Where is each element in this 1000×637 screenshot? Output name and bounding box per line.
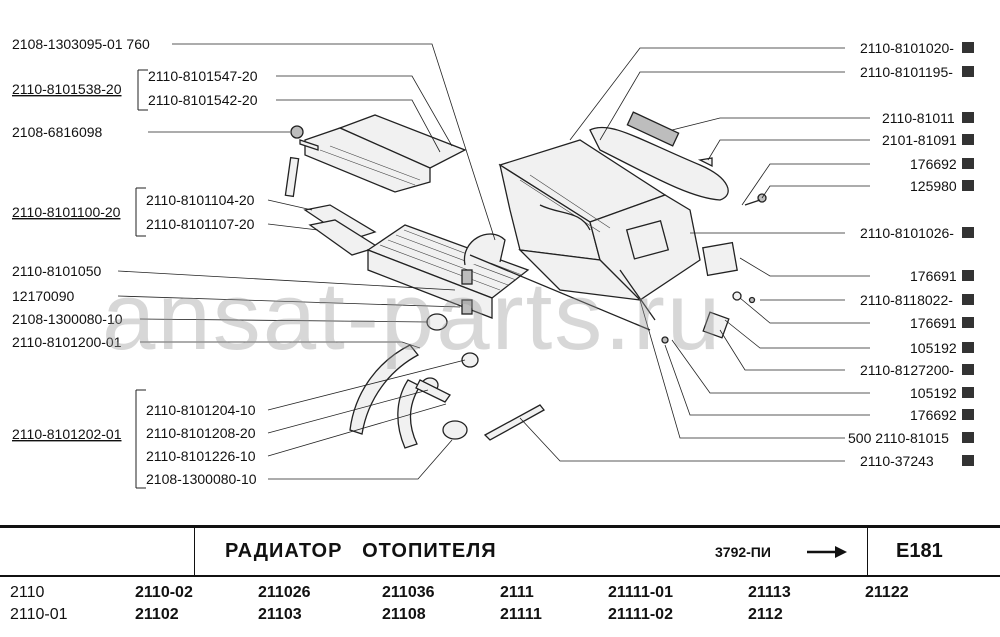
model-item: 2112 (748, 606, 783, 623)
label-2110-8101100-20: 2110-8101100-20 (12, 204, 121, 220)
label-2110-37243: 2110-37243 (860, 453, 934, 469)
label-2110-8101202-01: 2110-8101202-01 (12, 426, 122, 442)
model-item: 21111 (500, 606, 542, 623)
assembly-drawing (284, 111, 767, 449)
label-truncation-marks (962, 42, 974, 466)
label-2110-8101200-01: 2110-8101200-01 (12, 334, 122, 350)
model-item: 21111-01 (608, 584, 673, 601)
model-item: 2110-02 (135, 584, 193, 601)
arrow-right-icon (807, 546, 847, 558)
label-2110-8127200: 2110-8127200- (860, 362, 954, 378)
label-2108-1300080-10: 2108-1300080-10 (12, 311, 123, 327)
radiator-core-part (366, 224, 530, 319)
label-2110-8101104-20: 2110-8101104-20 (146, 192, 255, 208)
label-500-2110-81015: 500 2110-81015 (848, 430, 949, 446)
label-2110-81011: 2110-81011 (882, 110, 955, 126)
label-2110-8101050: 2110-8101050 (12, 263, 101, 279)
title-block-code-cell: E181 (868, 528, 1000, 575)
label-2110-8101208-20: 2110-8101208-20 (146, 425, 256, 441)
model-item: 2110-01 (10, 606, 68, 623)
label-2110-8101204-10: 2110-8101204-10 (146, 402, 256, 418)
right-labels: 2110-8101020- 2110-8101195- 2110-81011 2… (848, 40, 957, 469)
model-item: 21122 (865, 584, 909, 601)
label-2110-8101547-20: 2110-8101547-20 (148, 68, 258, 84)
left-labels: 2108-1303095-01 760 2110-8101547-20 2110… (12, 36, 258, 487)
label-176691-b: 176691 (910, 315, 957, 331)
label-2108-1300080-10-b: 2108-1300080-10 (146, 471, 257, 487)
title-block: РАДИАТОР ОТОПИТЕЛЯ 3792-ПИ E181 (0, 525, 1000, 577)
flap-plate-part (303, 204, 380, 256)
seal-gasket-part (589, 111, 729, 201)
title-block-left-cell (0, 528, 195, 575)
hoses-part (349, 313, 545, 449)
label-2110-8101195: 2110-8101195- (860, 64, 953, 80)
label-2110-8101538-20: 2110-8101538-20 (12, 81, 122, 97)
catalog-page-code: E181 (896, 540, 943, 562)
label-125980: 125980 (910, 178, 957, 194)
label-105192-b: 105192 (910, 385, 957, 401)
bracket-lines (135, 69, 148, 489)
control-rod-part (469, 254, 656, 331)
model-item: 211026 (258, 584, 311, 601)
parts-diagram: 2108-1303095-01 760 2110-8101547-20 2110… (12, 36, 974, 489)
heater-housing-part (498, 139, 701, 301)
label-2110-8101107-20: 2110-8101107-20 (146, 216, 255, 232)
label-105192-a: 105192 (910, 340, 957, 356)
model-item: 2110 (10, 584, 45, 601)
label-176692-a: 176692 (910, 156, 957, 172)
upper-cover-part (284, 114, 467, 198)
label-2108-1303095-01: 2108-1303095-01 760 (12, 36, 150, 52)
reference-code: 3792-ПИ (715, 544, 771, 560)
model-list: 2110 2110-02 211026 211036 2111 21111-01… (0, 580, 1000, 637)
model-item: 2111 (500, 584, 534, 601)
label-176692-b: 176692 (910, 407, 957, 423)
model-item: 211036 (382, 584, 435, 601)
label-2108-6816098: 2108-6816098 (12, 124, 103, 140)
label-2110-8101020: 2110-8101020- (860, 40, 954, 56)
label-2101-81091: 2101-81091 (882, 132, 957, 148)
label-2110-8101026: 2110-8101026- (860, 225, 954, 241)
model-item: 21103 (258, 606, 302, 623)
model-item: 21108 (382, 606, 426, 623)
label-12170090: 12170090 (12, 288, 75, 304)
label-2110-8101226-10: 2110-8101226-10 (146, 448, 256, 464)
title-block-main-cell: РАДИАТОР ОТОПИТЕЛЯ 3792-ПИ (195, 528, 868, 575)
label-2110-8118022: 2110-8118022- (860, 292, 953, 308)
model-item: 21102 (135, 606, 179, 623)
leader-lines (117, 43, 870, 480)
model-item: 21111-02 (608, 606, 673, 623)
model-item: 21113 (748, 584, 791, 601)
label-2110-8101542-20: 2110-8101542-20 (148, 92, 258, 108)
diagram-title: РАДИАТОР ОТОПИТЕЛЯ (225, 540, 497, 562)
label-176691-a: 176691 (910, 268, 957, 284)
